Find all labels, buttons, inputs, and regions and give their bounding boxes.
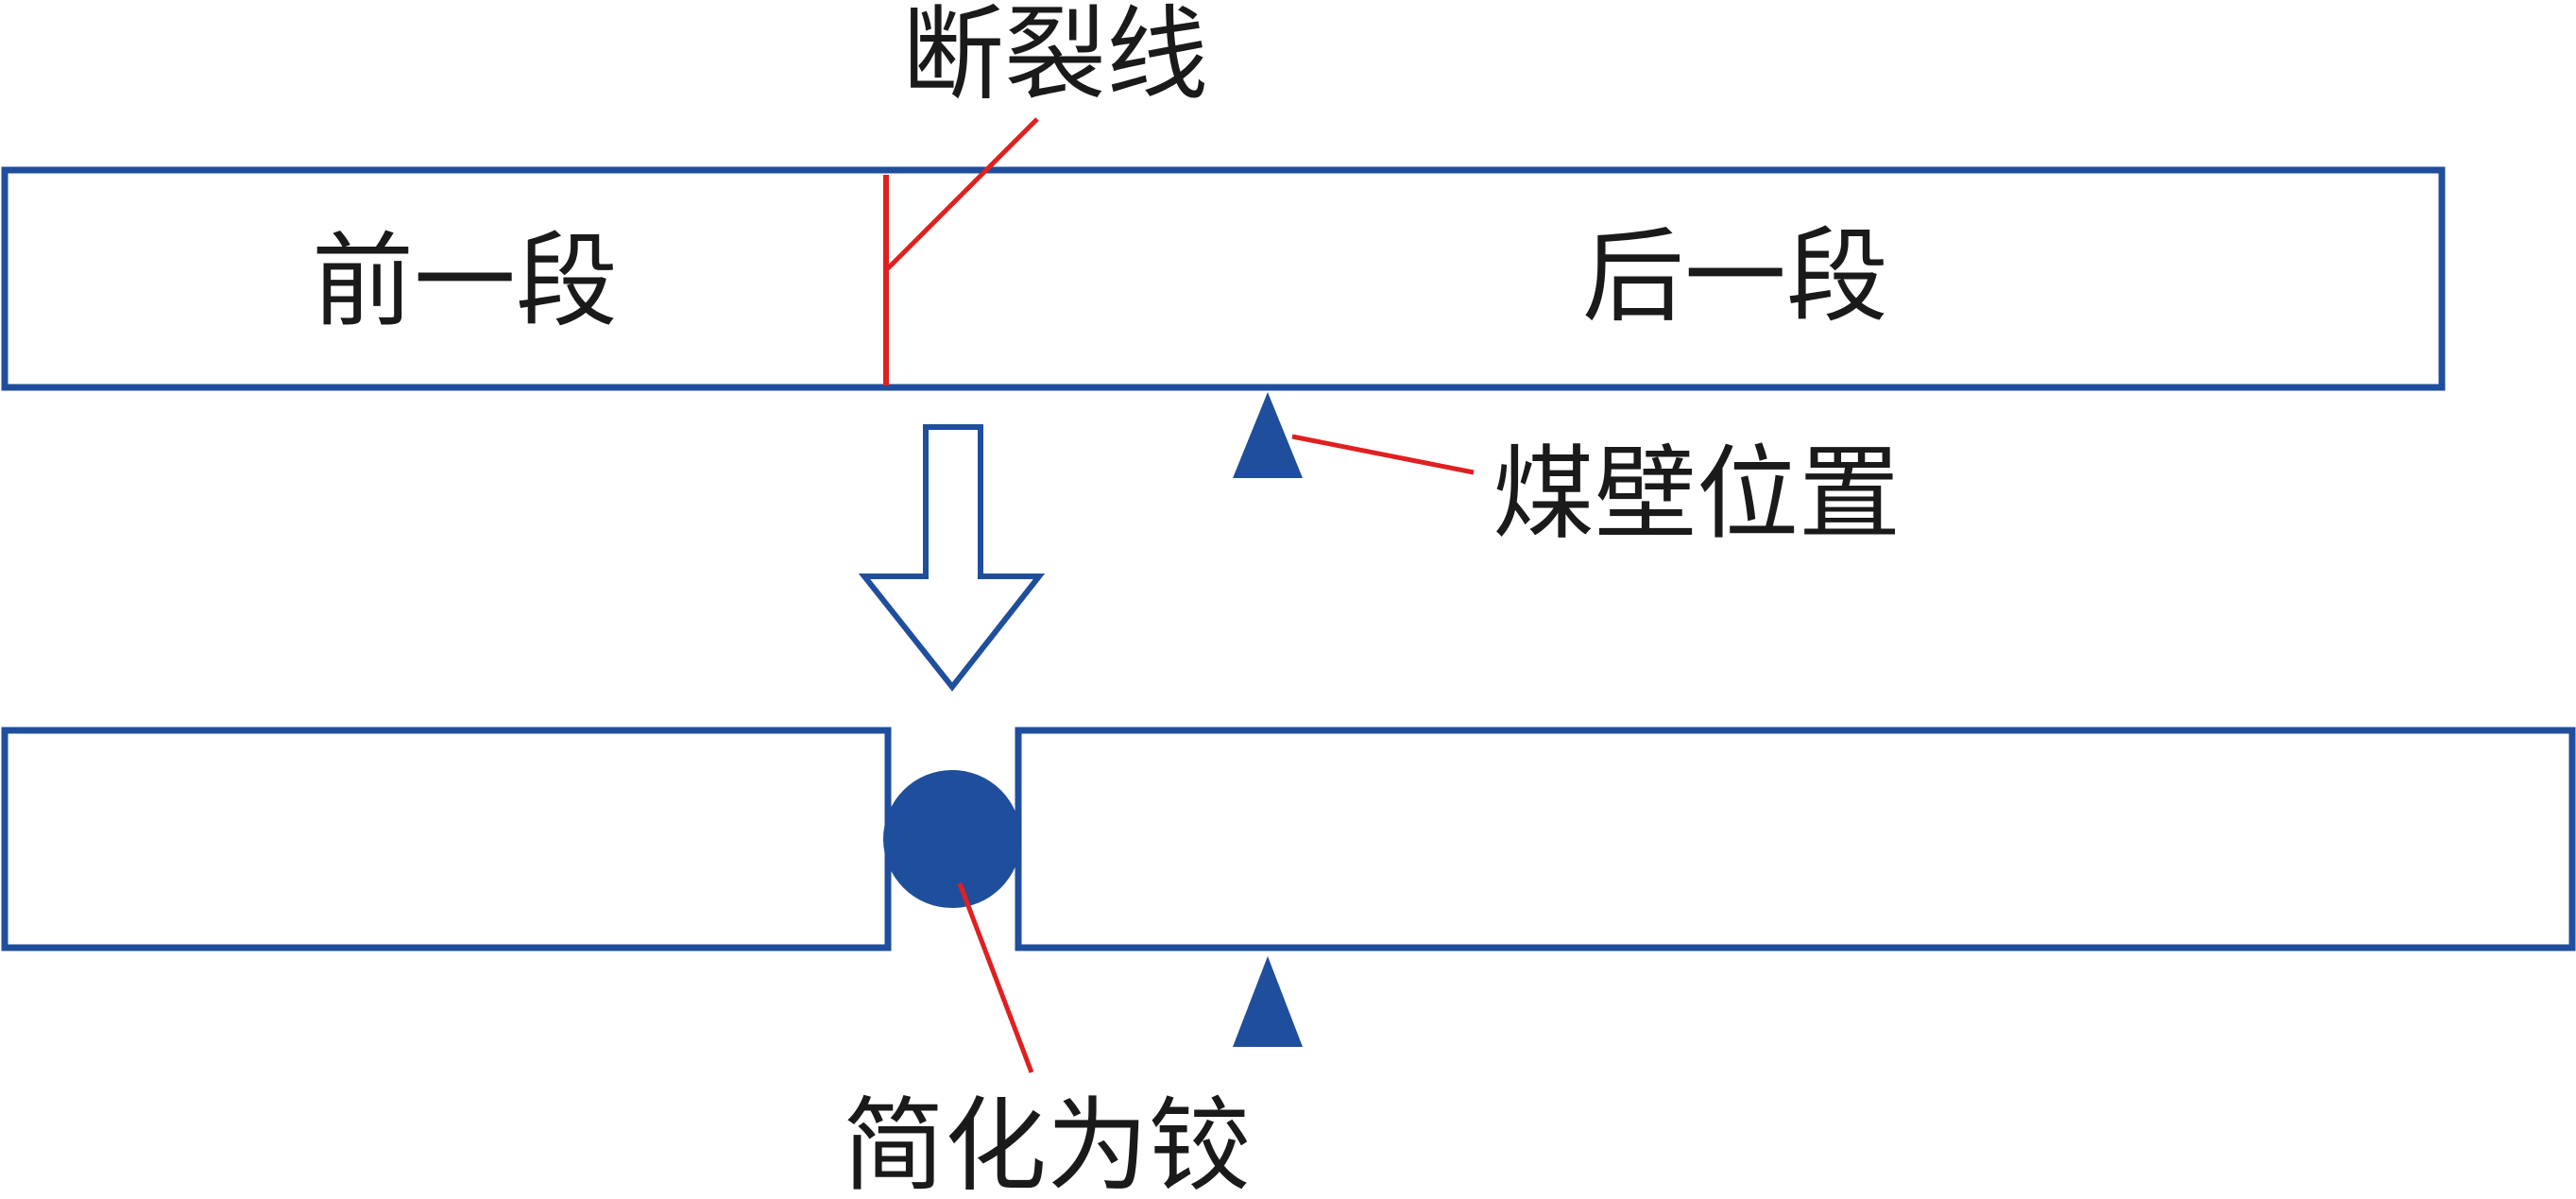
coal-wall-leader-line: [1291, 434, 1475, 475]
coal-wall-support-triangle-lower: [1233, 956, 1303, 1047]
rear-segment-label: 后一段: [1582, 218, 1888, 336]
hinge-joint: [883, 770, 1021, 908]
lower-beam-left: [1, 727, 892, 951]
coal-wall-position-label: 煤壁位置: [1493, 436, 1901, 554]
hinge-leader-line: [957, 882, 1034, 1073]
fracture-line-label: 断裂线: [902, 0, 1208, 114]
transition-arrow-icon: [858, 424, 1046, 692]
lower-beam-right: [1015, 727, 2576, 951]
upper-beam: [1, 166, 2446, 391]
coal-wall-support-triangle-upper: [1233, 392, 1303, 478]
simplified-as-hinge-label: 简化为铰: [843, 1088, 1251, 1199]
fracture-leader-line: [884, 117, 1039, 272]
front-segment-label: 前一段: [312, 223, 618, 341]
